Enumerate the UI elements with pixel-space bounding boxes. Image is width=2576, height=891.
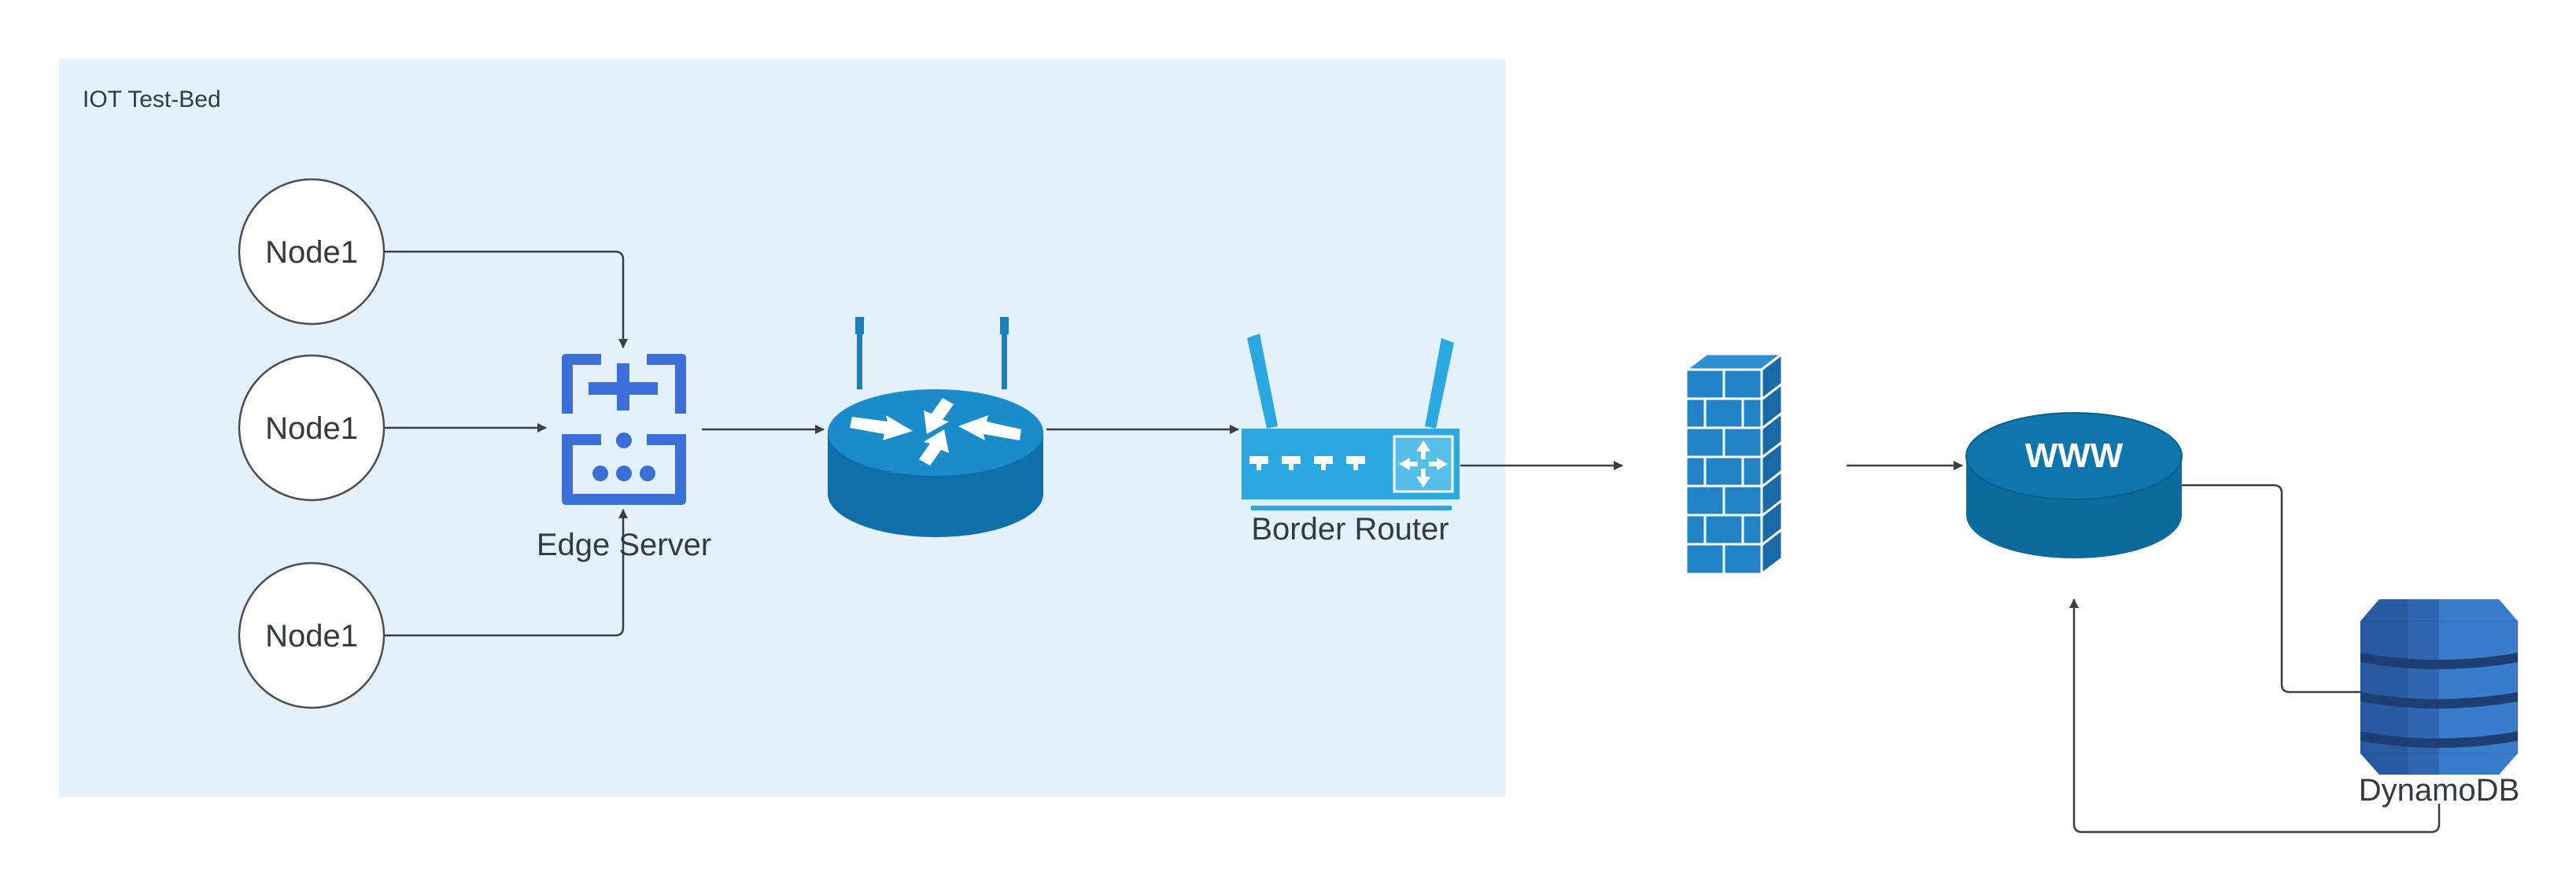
- container-label: IOT Test-Bed: [83, 87, 221, 112]
- border-router-label: Border Router: [1251, 512, 1449, 547]
- edge-www-to-dynamodb[interactable]: [2182, 484, 2371, 697]
- www-cloud-icon: [1965, 412, 2183, 558]
- connectors: [384, 250, 2441, 834]
- dynamodb-icon: [2360, 599, 2519, 775]
- router[interactable]: [828, 317, 1043, 537]
- firewall-icon: [1682, 351, 1786, 577]
- node-1[interactable]: Node1: [238, 178, 386, 326]
- edge-server-label: Edge Server: [537, 528, 711, 562]
- router-icon: [828, 317, 1043, 537]
- edge-node1-to-edge-server[interactable]: [384, 250, 628, 348]
- edge-dynamodb-to-www[interactable]: [2069, 598, 2441, 834]
- border-router[interactable]: Border Router: [1242, 333, 1460, 547]
- dynamodb[interactable]: DynamoDB: [2359, 599, 2520, 808]
- wireless-router-icon: [1242, 333, 1460, 510]
- www-cloud[interactable]: WWW: [1965, 412, 2183, 558]
- node-3-label: Node1: [265, 619, 358, 654]
- node-2[interactable]: Node1: [238, 354, 386, 502]
- edge-node3-to-edge-server[interactable]: [384, 509, 628, 637]
- node-3[interactable]: Node1: [238, 561, 386, 709]
- edge-server-icon: [562, 354, 686, 505]
- node-2-label: Node1: [265, 411, 358, 446]
- www-label: WWW: [2025, 436, 2124, 475]
- firewall[interactable]: [1682, 351, 1786, 577]
- edge-server[interactable]: Edge Server: [537, 354, 711, 562]
- dynamodb-label: DynamoDB: [2359, 773, 2520, 808]
- node-1-label: Node1: [265, 235, 358, 270]
